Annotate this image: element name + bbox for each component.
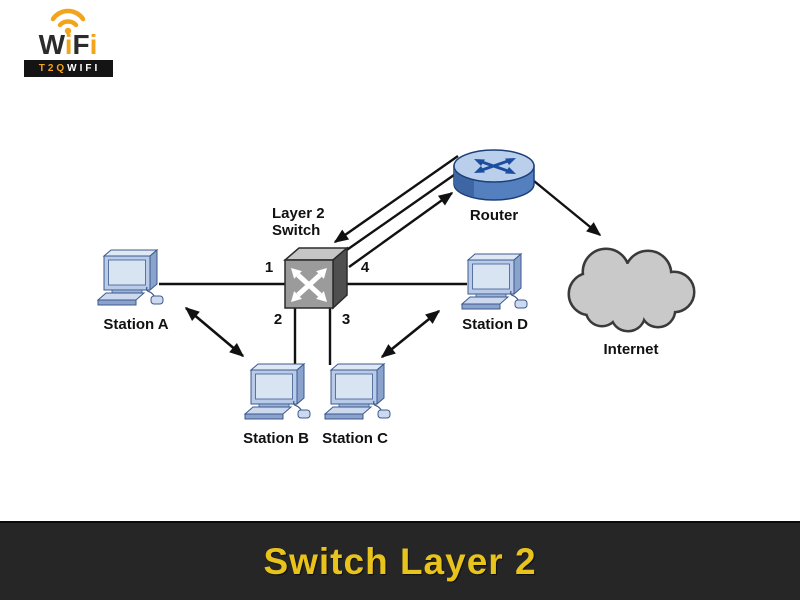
switch-port-3-label: 3 bbox=[341, 311, 351, 328]
station-c-node bbox=[323, 362, 399, 431]
internet-label: Internet bbox=[603, 341, 659, 358]
switch-port-4-label: 4 bbox=[360, 259, 370, 276]
switch-label-line2: Switch bbox=[272, 222, 321, 239]
computer-icon bbox=[323, 362, 399, 426]
switch-port-1-label: 1 bbox=[264, 259, 274, 276]
arrow-stationA-stationB bbox=[184, 307, 245, 357]
switch-icon bbox=[283, 246, 349, 314]
station-b-node bbox=[243, 362, 319, 431]
router-icon bbox=[452, 146, 536, 204]
router-label: Router bbox=[469, 207, 519, 224]
station-a-label: Station A bbox=[103, 316, 169, 333]
switch-port-2-label: 2 bbox=[273, 311, 283, 328]
station-c-label: Station C bbox=[322, 430, 388, 447]
brand-badge: T2QWIFI bbox=[23, 60, 113, 77]
brand-badge-left: T2Q bbox=[38, 63, 68, 74]
arrow-switch-to-router bbox=[348, 192, 454, 268]
station-d-label: Station D bbox=[462, 316, 528, 333]
station-b-label: Station B bbox=[243, 430, 309, 447]
computer-icon bbox=[96, 248, 172, 312]
brand-letter: i bbox=[89, 29, 98, 60]
switch-label-line1: Layer 2 bbox=[272, 205, 325, 222]
brand-letter: W bbox=[38, 29, 65, 60]
brand-wordmark: WiFi bbox=[14, 29, 122, 60]
wifi-signal-icon bbox=[50, 8, 86, 34]
brand-badge-right: WIFI bbox=[67, 63, 101, 74]
title-banner: Switch Layer 2 bbox=[0, 521, 800, 600]
router-node bbox=[452, 146, 536, 209]
arrow-router-to-internet bbox=[533, 180, 602, 236]
brand-letter: i bbox=[64, 29, 73, 60]
layer2-switch-node bbox=[283, 246, 349, 319]
brand-logo: WiFi T2QWIFI bbox=[14, 8, 122, 77]
computer-icon bbox=[460, 252, 536, 316]
brand-letter: F bbox=[72, 29, 90, 60]
station-d-node bbox=[460, 252, 536, 321]
slide-title: Switch Layer 2 bbox=[263, 540, 537, 582]
link-switch-router bbox=[340, 167, 465, 255]
arrow-stationC-stationD bbox=[380, 309, 441, 359]
arrow-router-to-switch bbox=[333, 155, 459, 243]
internet-cloud-node bbox=[556, 230, 706, 345]
computer-icon bbox=[243, 362, 319, 426]
station-a-node bbox=[96, 248, 172, 317]
cloud-icon bbox=[556, 230, 706, 340]
